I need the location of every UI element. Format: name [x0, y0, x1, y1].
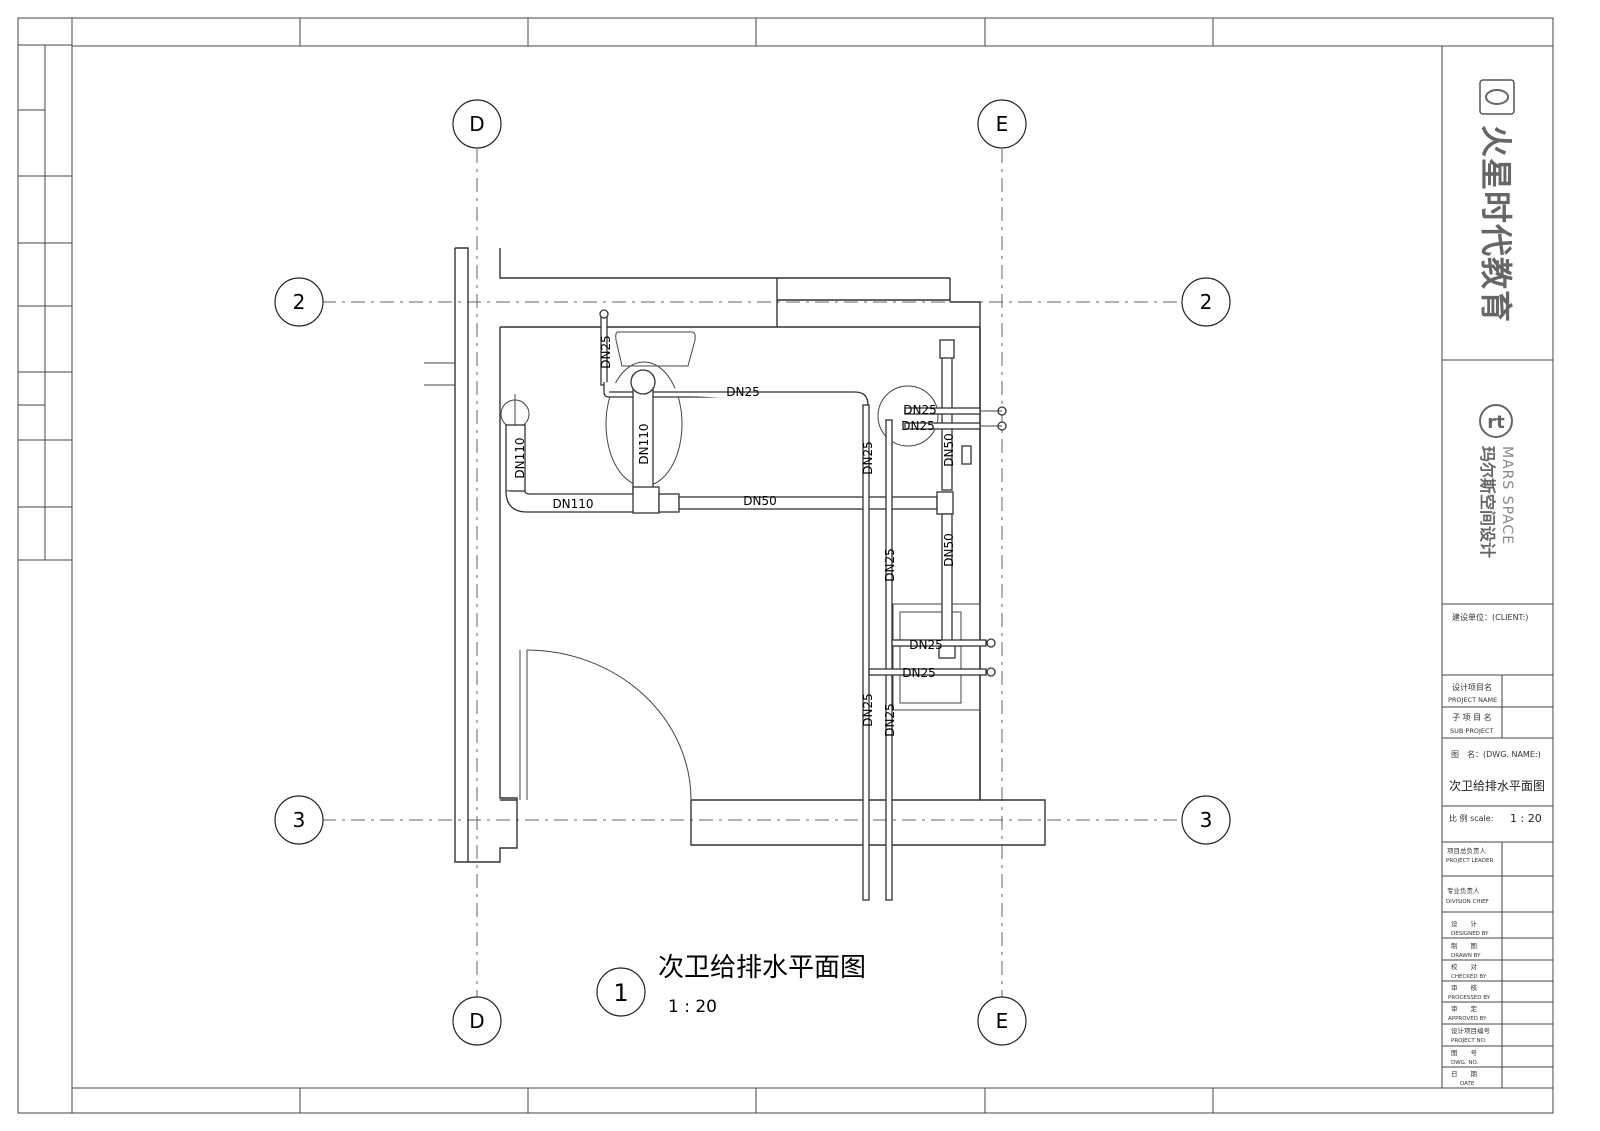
drawing-caption: 1 次卫给排水平面图 1 : 20	[596, 953, 866, 1017]
row-en: PROJECT NO.	[1451, 1038, 1487, 1044]
row-cn: 设 计	[1451, 919, 1478, 928]
pipe-label: DN25	[883, 703, 897, 737]
row-cn: 审 定	[1451, 1004, 1478, 1013]
row-cn: 专业负责人	[1447, 886, 1480, 895]
pipe-label: DN25	[902, 666, 936, 680]
row-cn: 图 号	[1451, 1049, 1478, 1057]
project-name-en: PROJECT NAME	[1448, 696, 1497, 704]
row-cn: 制 图	[1451, 941, 1477, 950]
company-name: 火星时代教育	[1477, 125, 1515, 323]
row-en: DIVISION CHIEF	[1446, 899, 1489, 905]
scale-value: 1 : 20	[1510, 812, 1542, 825]
svg-text:E: E	[996, 112, 1009, 136]
sheet-frame	[17, 17, 1554, 1114]
pipe-label: DN25	[861, 693, 875, 727]
row-cn: 审 核	[1451, 983, 1478, 992]
pipe-label: DN25	[861, 441, 875, 475]
scale-label: 比 例 scale:	[1449, 813, 1493, 823]
axis-bubble-3-left: 3	[274, 795, 324, 845]
signature-strip	[18, 44, 72, 561]
row-en: PROCESSED BY	[1448, 995, 1491, 1001]
row-cn: 校 对	[1451, 962, 1478, 971]
svg-text:rt: rt	[1487, 412, 1505, 433]
door	[519, 649, 692, 801]
axis-bubbles: D E D E 2 2 3 3	[274, 99, 1231, 1046]
axis-bubble-3-right: 3	[1181, 795, 1231, 845]
pipe-label: DN25	[909, 638, 943, 652]
partner-logo: rt MARS SPACE 玛尔斯空间设计	[1478, 404, 1515, 558]
pipe-label: DN25	[901, 419, 935, 433]
svg-text:2: 2	[293, 290, 306, 314]
svg-text:3: 3	[1200, 808, 1213, 832]
pipe-label: DN50	[942, 533, 956, 567]
svg-text:D: D	[469, 112, 484, 136]
dwg-name-label: 图 名：(DWG. NAME:)	[1451, 749, 1541, 759]
pipe-label: DN50	[942, 433, 956, 467]
pipe-label: DN50	[743, 494, 777, 508]
title-block	[1441, 46, 1554, 1088]
partner-mark-icon: rt	[1479, 404, 1513, 438]
row-en: PROJECT LEADER	[1446, 858, 1494, 864]
shower	[877, 385, 939, 447]
sub-project-en: SUB PROJECT	[1450, 727, 1494, 735]
caption-title: 次卫给排水平面图	[658, 953, 866, 983]
sub-project-cn: 子 项 目 名	[1452, 712, 1492, 722]
axis-lines	[322, 149, 1180, 1000]
svg-text:E: E	[996, 1009, 1009, 1033]
caption-number: 1	[613, 979, 628, 1007]
dwg-name: 次卫给排水平面图	[1449, 779, 1545, 793]
pipe-label: DN110	[637, 423, 651, 464]
pipe-label: DN25	[726, 385, 760, 399]
company-logo: 火星时代教育	[1477, 79, 1515, 323]
pipe-label: DN110	[513, 437, 527, 478]
row-en: APPROVED BY	[1448, 1016, 1487, 1022]
project-name-cn: 设计项目名	[1452, 682, 1492, 692]
axis-bubble-e-bottom: E	[977, 996, 1027, 1046]
row-en: CHECKED BY	[1451, 974, 1487, 980]
pipe-labels: DN25 DN25 DN110 DN110 DN110 DN50 DN25 DN…	[513, 335, 956, 737]
pipe-label: DN25	[883, 548, 897, 582]
svg-text:3: 3	[293, 808, 306, 832]
partner-name-cn: 玛尔斯空间设计	[1478, 446, 1497, 558]
row-en: DESIGNED BY	[1451, 931, 1489, 937]
swirl-logo-icon	[1479, 79, 1515, 115]
axis-bubble-e-top: E	[977, 99, 1027, 149]
row-cn: 项目总负责人	[1447, 846, 1487, 855]
axis-bubble-d-bottom: D	[452, 996, 502, 1046]
pipe-label: DN110	[552, 497, 593, 511]
axis-bubble-2-right: 2	[1181, 277, 1231, 327]
row-cn: 设计项目编号	[1451, 1026, 1491, 1035]
pipe-label: DN25	[903, 403, 937, 417]
row-cn: 日 期	[1451, 1070, 1478, 1078]
client-label: 建设单位：(CLIENT:)	[1452, 612, 1528, 622]
row-en: DWG. NO.	[1451, 1060, 1479, 1066]
row-en: DATE	[1460, 1081, 1475, 1087]
pipe-label: DN25	[599, 335, 613, 369]
wash-basin	[892, 603, 981, 711]
caption-scale: 1 : 20	[668, 997, 717, 1017]
axis-bubble-d-top: D	[452, 99, 502, 149]
pipes	[505, 309, 1007, 901]
walls	[424, 247, 1046, 863]
svg-text:D: D	[469, 1009, 484, 1033]
svg-text:2: 2	[1200, 290, 1213, 314]
axis-bubble-2-left: 2	[274, 277, 324, 327]
title-block-rows: 项目总负责人 PROJECT LEADER 专业负责人 DIVISION CHI…	[1446, 846, 1494, 1087]
row-en: DRAWN BY	[1451, 953, 1481, 959]
partner-name-en: MARS SPACE	[1499, 446, 1515, 545]
